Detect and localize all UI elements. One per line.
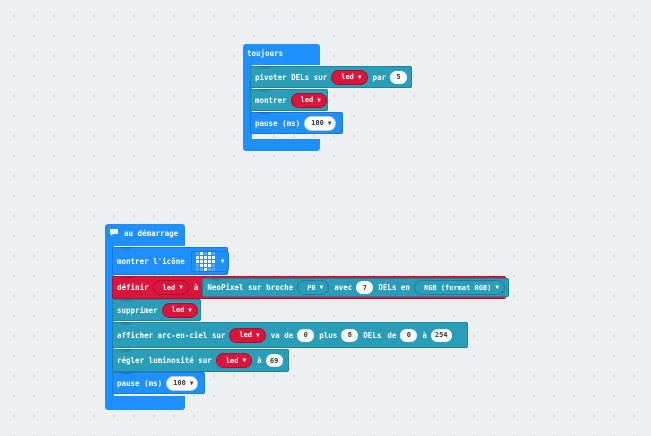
- pause-label: pause (ms): [255, 118, 301, 128]
- set-led-variable-name: led: [162, 283, 176, 292]
- range-start-input[interactable]: 0: [297, 328, 315, 342]
- show-led-variable-name: led: [300, 96, 314, 104]
- pause-duration-value: 100: [311, 119, 324, 127]
- hue-to-label: à: [422, 330, 427, 340]
- on-start-block-header[interactable]: [105, 224, 185, 246]
- brightness-value-input[interactable]: 69: [265, 354, 283, 367]
- pause-duration-value: 100: [173, 379, 186, 387]
- show-led-variable-dropdown[interactable]: led▼: [290, 92, 327, 108]
- rotate-by-label: par: [372, 72, 387, 82]
- brightness-to-label: à: [257, 356, 262, 365]
- neopixel-pin-label: NeoPixel sur broche: [207, 283, 294, 292]
- range-length-input[interactable]: 8: [341, 328, 359, 342]
- show-icon-label: montrer l'icône: [117, 256, 185, 266]
- chevron-down-icon: ▼: [317, 96, 321, 104]
- leds-in-label: DELs en: [378, 283, 410, 292]
- rainbow-led-variable-dropdown[interactable]: led▼: [229, 327, 266, 343]
- chevron-down-icon: ▼: [495, 284, 499, 291]
- leds-label: DELs: [363, 330, 382, 340]
- icon-picker-dropdown[interactable]: ▼: [190, 250, 230, 272]
- on-start-header-content: au démarrage: [110, 229, 178, 238]
- pin-dropdown[interactable]: P0▼: [297, 280, 330, 295]
- on-start-label: au démarrage: [124, 229, 179, 238]
- chevron-down-icon: ▼: [189, 379, 194, 387]
- chevron-down-icon: ▼: [188, 306, 192, 314]
- set-led-variable-dropdown[interactable]: led▼: [152, 280, 189, 295]
- hue-end-input[interactable]: 254: [430, 328, 452, 342]
- show-leds-label: montrer: [255, 95, 287, 105]
- pin-value: P0: [307, 283, 316, 292]
- set-label: définir: [117, 283, 149, 292]
- clear-block[interactable]: supprimer led▼: [112, 299, 201, 321]
- on-start-block-footer: [105, 396, 185, 410]
- show-rainbow-block[interactable]: afficher arc-en-ciel sur led▼ va de 0 pl…: [112, 322, 468, 348]
- hue-start-input[interactable]: 0: [400, 328, 418, 342]
- message-square-icon: [110, 229, 118, 238]
- show-leds-block[interactable]: montrer led▼: [250, 89, 328, 111]
- brightness-label: régler luminosité sur: [117, 356, 212, 365]
- rotate-offset-input[interactable]: 5: [390, 70, 408, 84]
- rotate-leds-label: pivoter DELs sur: [255, 72, 328, 82]
- chevron-down-icon: ▼: [319, 284, 324, 291]
- range-from-label: va de: [270, 330, 294, 340]
- chevron-down-icon: ▼: [327, 119, 332, 127]
- forever-block-arm: [243, 65, 252, 143]
- color-mode-value: RGB (format RGB): [423, 283, 492, 292]
- rotate-led-variable-dropdown[interactable]: led▼: [331, 69, 368, 85]
- pause-block-forever[interactable]: pause (ms) 100▼: [250, 112, 343, 134]
- color-mode-dropdown[interactable]: RGB (format RGB)▼: [413, 280, 505, 295]
- pause-duration-dropdown[interactable]: 100▼: [166, 375, 199, 391]
- forever-block-header[interactable]: [243, 44, 320, 65]
- set-variable-block[interactable]: définir led▼ à NeoPixel sur broche P0▼ a…: [112, 276, 509, 299]
- chevron-down-icon: ▼: [256, 331, 260, 339]
- plus-label: plus: [319, 330, 338, 340]
- pause-label: pause (ms): [117, 378, 163, 388]
- chevron-down-icon: ▼: [179, 284, 183, 291]
- chevron-down-icon: ▼: [220, 257, 225, 265]
- brightness-led-variable-name: led: [225, 356, 239, 365]
- clear-led-variable-name: led: [171, 306, 185, 314]
- clear-label: supprimer: [117, 305, 158, 315]
- rainbow-led-variable-name: led: [239, 331, 253, 339]
- pause-block-on-start[interactable]: pause (ms) 100▼: [112, 372, 205, 394]
- clear-led-variable-dropdown[interactable]: led▼: [161, 302, 198, 318]
- brightness-led-variable-dropdown[interactable]: led▼: [215, 353, 253, 368]
- forever-label: toujours: [247, 49, 284, 58]
- heart-icon: [195, 251, 215, 271]
- rotate-leds-block[interactable]: pivoter DELs sur led▼ par 5: [250, 66, 412, 88]
- to-label: à: [193, 283, 199, 292]
- on-start-block-arm: [105, 246, 114, 400]
- set-brightness-block[interactable]: régler luminosité sur led▼ à 69: [112, 349, 289, 372]
- rotate-led-variable-name: led: [341, 73, 354, 81]
- pause-duration-dropdown[interactable]: 100▼: [304, 115, 337, 131]
- with-label: avec: [334, 283, 353, 292]
- show-icon-block[interactable]: montrer l'icône ▼: [112, 247, 230, 275]
- chevron-down-icon: ▼: [242, 357, 247, 364]
- rainbow-label: afficher arc-en-ciel sur: [117, 330, 226, 340]
- chevron-down-icon: ▼: [357, 73, 362, 81]
- neopixel-create-block[interactable]: NeoPixel sur broche P0▼ avec 7 DELs en R…: [202, 278, 509, 297]
- hue-from-label: de: [387, 330, 397, 340]
- forever-block-footer: [243, 139, 320, 151]
- led-count-input[interactable]: 7: [356, 281, 374, 294]
